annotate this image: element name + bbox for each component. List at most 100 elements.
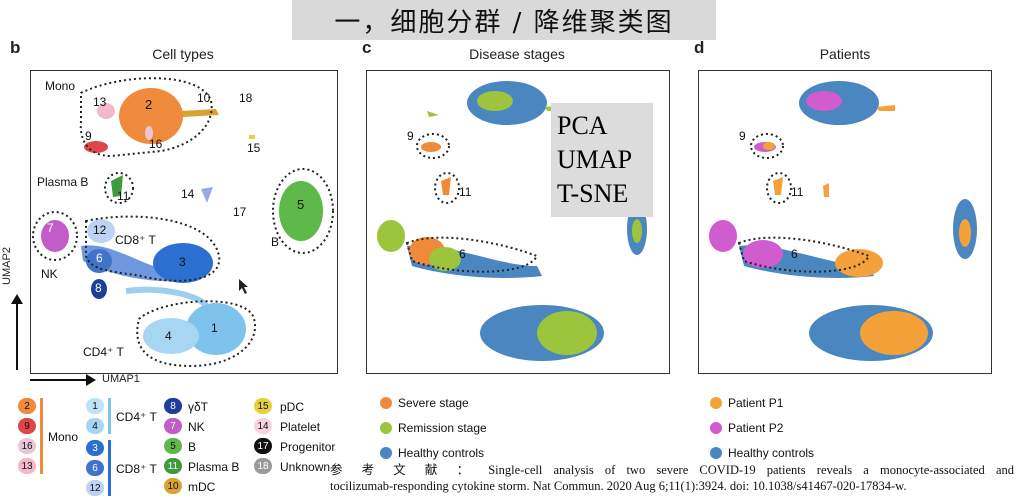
cluster-2 [119, 88, 183, 144]
cluster-8 [91, 279, 107, 299]
legend-dot-remission [380, 422, 392, 434]
legend-healthy-c: Healthy controls [398, 446, 485, 460]
legend-progenitor: Progenitor [280, 440, 336, 454]
label-b: B [271, 235, 280, 249]
label-3: 3 [179, 255, 186, 269]
label-9: 9 [85, 129, 92, 143]
chip-10: 10 [164, 478, 182, 494]
d-outline-11 [766, 172, 792, 204]
legend-pdc: pDC [280, 400, 305, 414]
cluster-13 [97, 103, 115, 119]
c-outline-11 [434, 172, 460, 204]
cd8-outline [85, 215, 221, 282]
legend-dot-p1 [710, 397, 722, 409]
cluster-15 [249, 135, 255, 139]
chip-5: 5 [164, 438, 182, 454]
disease-stages-umap [377, 81, 647, 361]
chip-15: 15 [254, 398, 272, 414]
dimension-reduction-overlay: PCA UMAP T-SNE [551, 103, 653, 217]
plasma-b-outline [104, 172, 134, 204]
overlay-tsne: T-SNE [557, 179, 629, 208]
chip-4: 4 [86, 418, 104, 434]
cluster-11 [111, 175, 123, 197]
label-12: 12 [93, 223, 107, 237]
b-outline [272, 168, 334, 254]
umap2-label: UMAP2 [0, 247, 13, 285]
label-8: 8 [95, 281, 102, 295]
cluster-3 [153, 243, 213, 283]
label-plasma-b: Plasma B [37, 175, 89, 189]
label-1: 1 [211, 321, 218, 335]
d-small-b [823, 183, 829, 197]
label-mono: Mono [45, 79, 76, 93]
cell-types-plot: Mono 13 2 10 18 9 16 15 Plasma B 11 14 1… [30, 70, 338, 374]
label-11: 11 [117, 189, 130, 203]
label-14: 14 [181, 187, 195, 201]
legend-cd8t: CD8⁺ T [116, 462, 157, 476]
label-7: 7 [47, 221, 54, 235]
d-mono-p2 [806, 91, 842, 111]
c-label-11: 11 [459, 185, 472, 199]
arrow-up-icon [11, 294, 23, 304]
cluster-14 [201, 187, 213, 203]
legend-dot-healthy-d [710, 447, 722, 459]
legend-cd4t: CD4⁺ T [116, 410, 157, 424]
chip-6: 6 [86, 460, 104, 476]
chip-3: 3 [86, 440, 104, 456]
legend-severe: Severe stage [398, 396, 469, 410]
legend-plasma-b: Plasma B [188, 460, 240, 474]
cd8-bracket [108, 440, 111, 496]
d-outline-9 [750, 133, 784, 159]
legend-nk: NK [188, 420, 205, 434]
chip-16: 16 [18, 438, 36, 454]
d-cd8-p1 [835, 249, 883, 277]
panel-title-d: Patients [819, 46, 871, 62]
chip-8: 8 [164, 398, 182, 414]
panel-letter-d: d [694, 38, 705, 57]
arrow-right-icon [86, 374, 96, 386]
cluster-6 [86, 249, 112, 273]
mouse-cursor-icon [239, 279, 248, 294]
label-nk: NK [41, 267, 58, 281]
panel-letter-b: b [10, 38, 21, 57]
legend-mdc: mDC [188, 480, 216, 494]
citation-line-1: 参 考 文 献 ： Single-cell analysis of two se… [330, 463, 1014, 477]
cd4-bridge [125, 286, 209, 308]
cell-types-umap [32, 77, 334, 368]
d-nk [709, 220, 737, 252]
label-5: 5 [297, 197, 305, 212]
label-13: 13 [93, 95, 107, 109]
chip-9: 9 [18, 418, 36, 434]
umap1-label: UMAP1 [102, 373, 140, 385]
label-17: 17 [233, 205, 247, 219]
mono-bracket [40, 398, 43, 474]
d-b-p1 [959, 219, 971, 247]
cd4-bracket [108, 398, 111, 434]
d-cluster-11 [773, 177, 783, 195]
legend-gdt: γδT [188, 400, 209, 414]
overlay-umap: UMAP [557, 145, 633, 174]
label-4: 4 [165, 329, 172, 343]
c-label-6: 6 [459, 247, 466, 261]
panel-letter-c: c [362, 38, 372, 57]
cluster-5 [279, 181, 323, 241]
c-small-a [427, 111, 439, 117]
overlay-pca: PCA [557, 111, 608, 140]
d-label-6: 6 [791, 247, 798, 261]
umap1-axis-line [30, 379, 86, 381]
chip-1: 1 [86, 398, 104, 414]
chip-17: 17 [254, 438, 272, 454]
panel-title-b: Cell types [152, 46, 214, 62]
legend-p1: Patient P1 [728, 396, 784, 410]
slide-title: 一，细胞分群 / 降维聚类图 [292, 0, 716, 40]
c-b-remission [632, 219, 642, 243]
label-15: 15 [247, 141, 261, 155]
c-label-9: 9 [407, 129, 414, 143]
cluster-12 [87, 219, 115, 243]
cell-type-legend: 2 9 16 13 Mono 1 4 CD4⁺ T 3 6 12 CD8⁺ T … [0, 392, 335, 500]
legend-b: B [188, 440, 197, 454]
d-label-11: 11 [791, 185, 804, 199]
label-16: 16 [149, 137, 163, 151]
c-outline-9 [416, 133, 450, 159]
chip-2: 2 [18, 398, 36, 414]
